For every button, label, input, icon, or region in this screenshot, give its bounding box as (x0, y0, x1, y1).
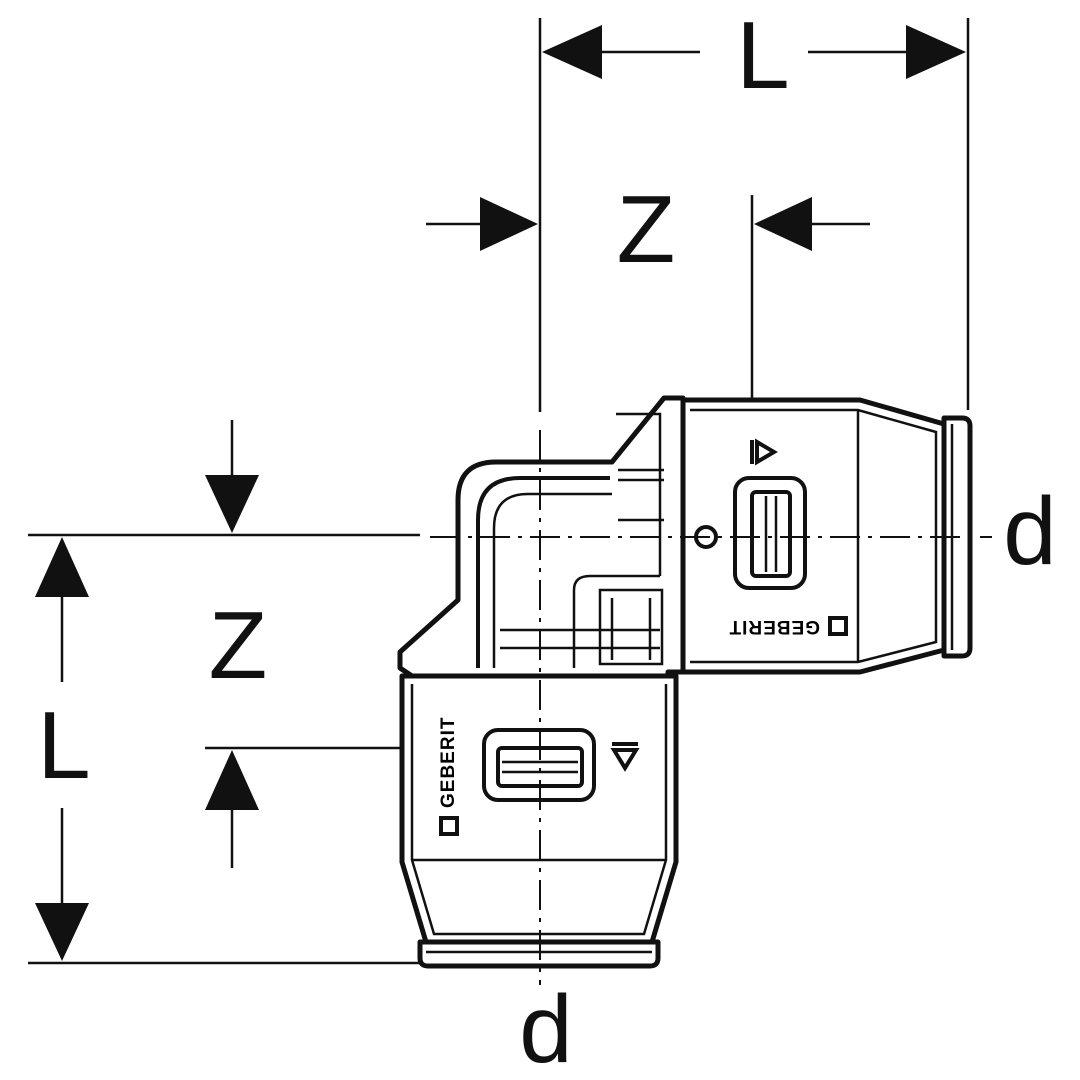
elbow-rib-top (598, 588, 664, 666)
arrow-left-icon (542, 25, 602, 79)
elbow-rib-lines (500, 412, 662, 660)
dimension-label-offset-top: Z (617, 176, 676, 283)
dimension-label-length-top: L (736, 2, 789, 109)
arrow-down-icon (35, 903, 89, 961)
elbow-inner-socket (572, 574, 660, 668)
dimension-label-offset-left: Z (209, 592, 268, 699)
elbow-fitting: GEBERIT GEBERIT (397, 395, 973, 969)
dimension-length-left: L (35, 537, 91, 961)
dimension-label-diameter-bottom: d (519, 976, 572, 1080)
vertical-leg-brand: GEBERIT (438, 717, 459, 808)
elbow-rib-horizontal (500, 468, 664, 650)
dimension-label-length-left: L (37, 692, 90, 799)
horizontal-leg-window-outer (733, 476, 807, 590)
elbow-inner-bend (476, 476, 610, 668)
arrow-up-icon (205, 750, 259, 810)
horizontal-leg-brand: GEBERIT (729, 616, 820, 637)
arrow-up-icon (35, 537, 89, 597)
horizontal-leg-window-inner (750, 490, 792, 578)
arrow-left-icon (754, 197, 812, 251)
dimension-offset-top: Z (426, 176, 870, 283)
center-lines (430, 430, 992, 985)
dimension-label-diameter-right: d (1003, 478, 1056, 585)
insertion-mark-icon (610, 742, 640, 772)
dimension-length-top: L (542, 2, 966, 109)
horizontal-leg-brand-box (828, 616, 848, 636)
arrow-down-icon (205, 475, 259, 533)
vertical-leg-brand-box (439, 816, 459, 836)
arrow-right-icon (480, 197, 538, 251)
elbow-inner-bend-2 (492, 492, 612, 668)
dimension-offset-left: Z (205, 420, 267, 868)
insertion-mark-icon (750, 438, 778, 466)
horizontal-leg-window-slats (764, 496, 778, 572)
arrow-right-icon (906, 25, 966, 79)
